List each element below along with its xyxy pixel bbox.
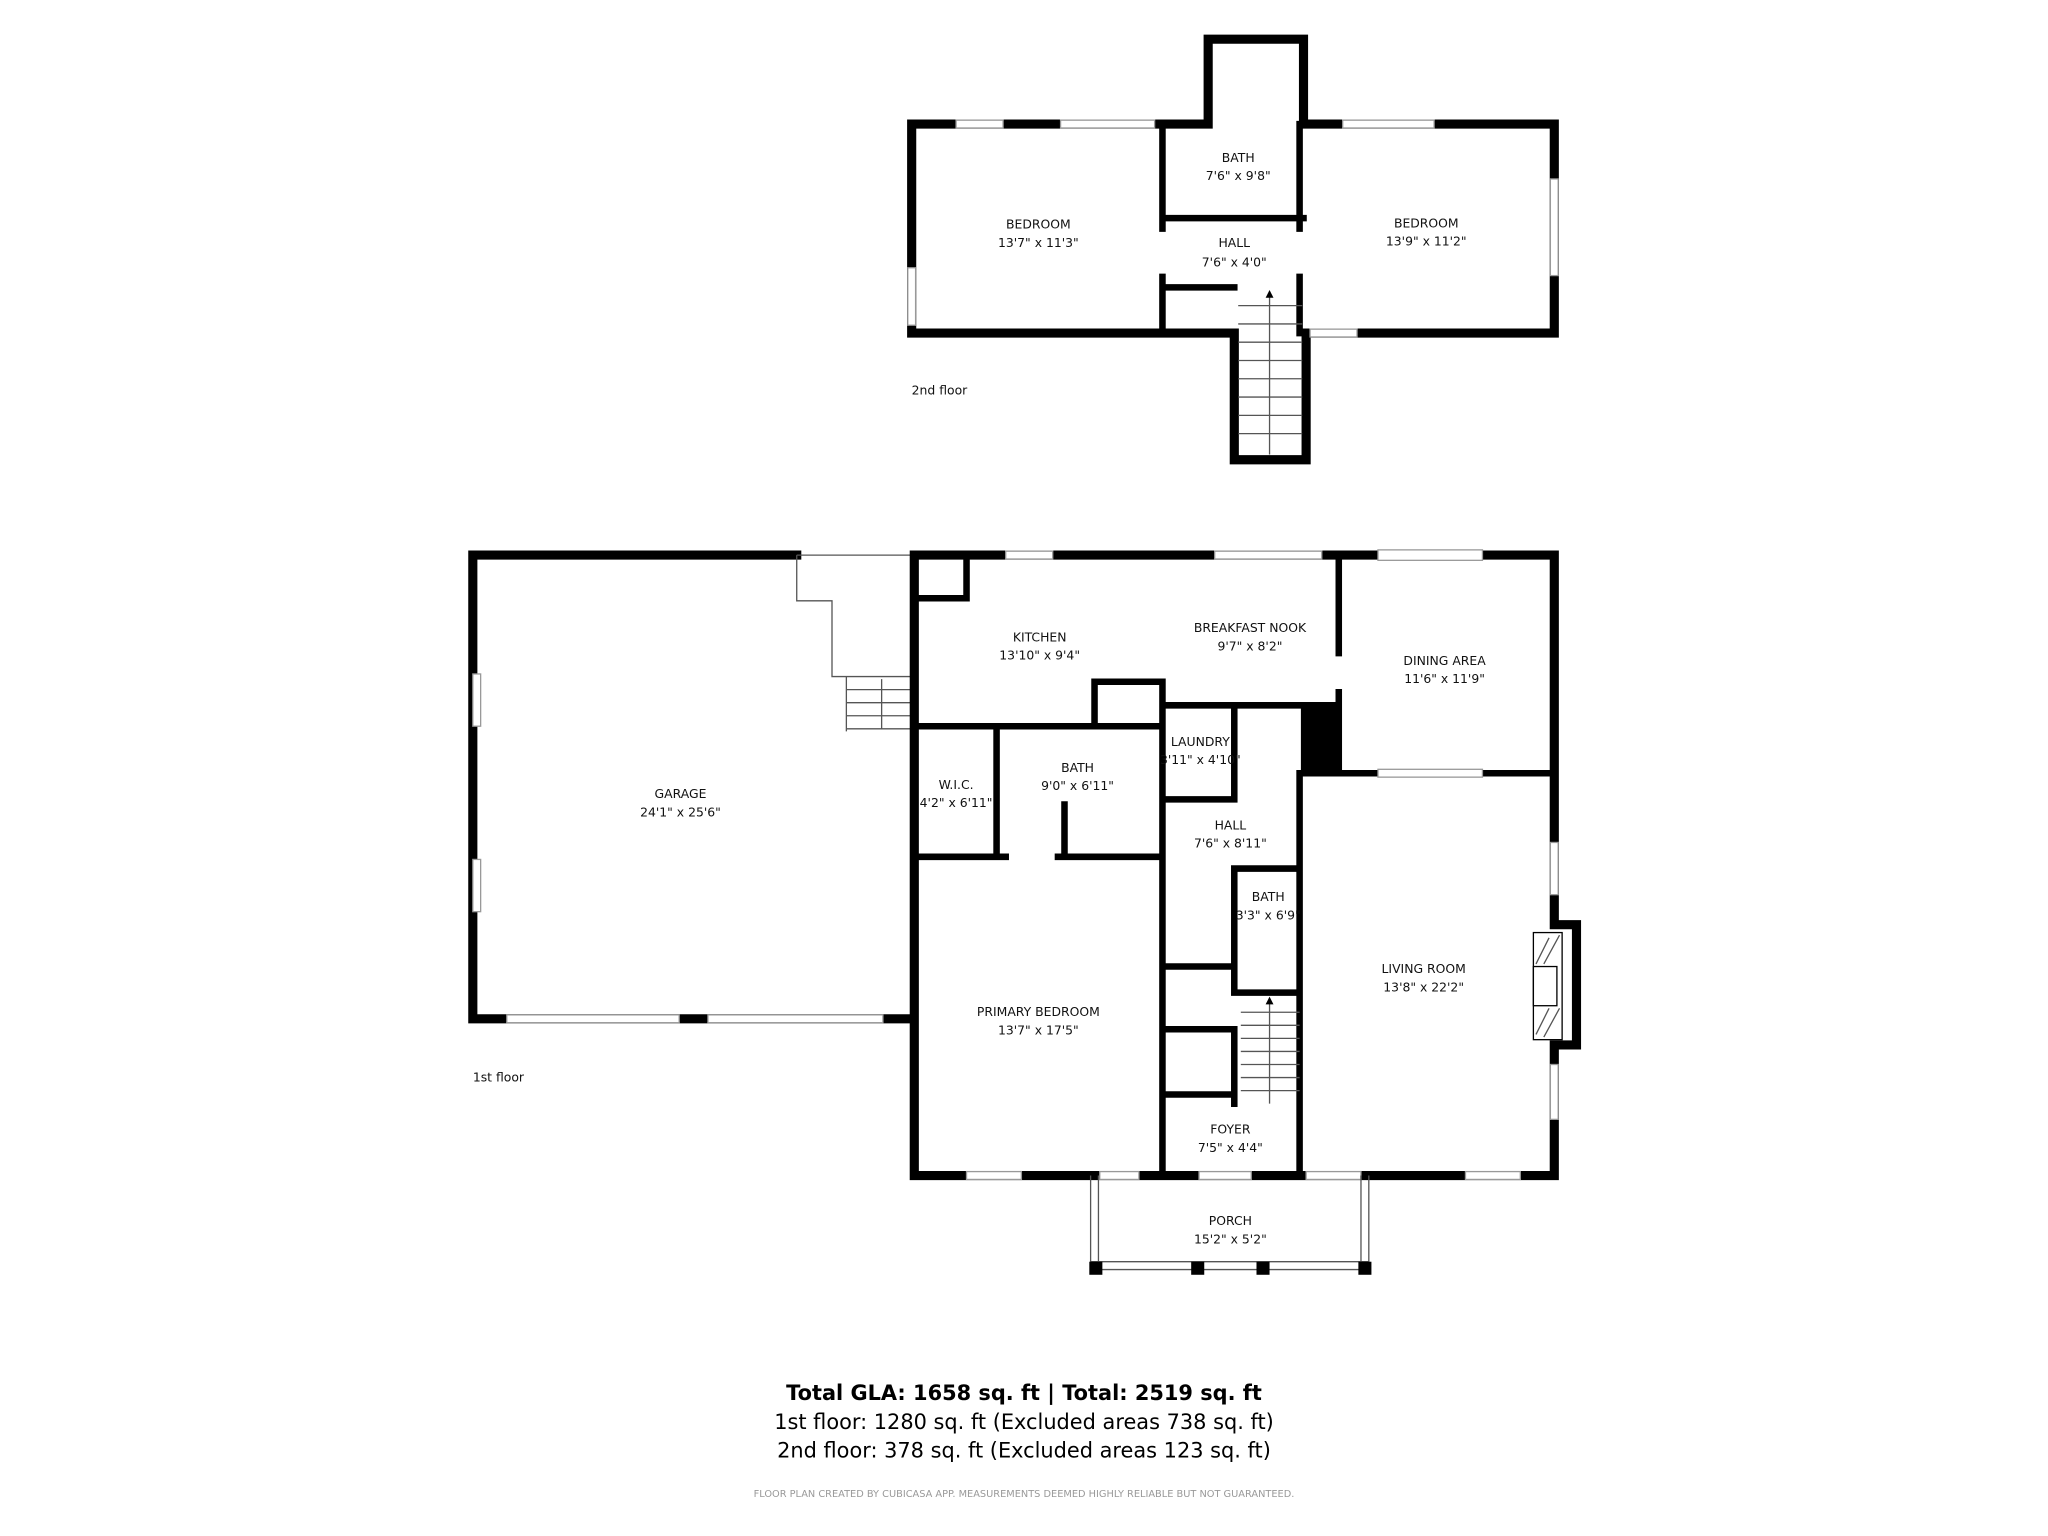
window xyxy=(1059,119,1156,129)
room-size: 24'1" x 25'6" xyxy=(640,804,721,819)
room-name: FOYER xyxy=(1210,1122,1251,1137)
room-name: BATH xyxy=(1252,889,1285,904)
room-size: 4'2" x 6'11" xyxy=(920,795,993,810)
window xyxy=(955,119,1004,129)
first-floor-area: 1st floor: 1280 sq. ft (Excluded areas 7… xyxy=(774,1410,1274,1434)
room-size: 13'8" x 22'2" xyxy=(1383,979,1464,994)
room-name: HALL xyxy=(1215,817,1247,832)
chimney-block xyxy=(1300,705,1339,774)
room-name: KITCHEN xyxy=(1013,629,1067,644)
area-summary: Total GLA: 1658 sq. ft | Total: 2519 sq.… xyxy=(754,1381,1295,1500)
room-size: 13'9" x 11'2" xyxy=(1386,234,1467,249)
room-name: LAUNDRY xyxy=(1171,734,1230,749)
room-size: 7'5" x 4'4" xyxy=(1198,1140,1263,1155)
window xyxy=(1342,119,1435,129)
window xyxy=(1549,1063,1559,1120)
total-area: Total GLA: 1658 sq. ft | Total: 2519 sq.… xyxy=(786,1381,1262,1406)
room-name: BEDROOM xyxy=(1394,215,1459,230)
first-floor-plan: GARAGE 24'1" x 25'6" KITCHEN 13'10" x 9'… xyxy=(468,549,1582,1275)
front-door xyxy=(1198,1170,1252,1181)
porch xyxy=(1089,1175,1372,1275)
room-name: DINING AREA xyxy=(1403,653,1486,668)
room-name: PRIMARY BEDROOM xyxy=(977,1004,1100,1019)
window xyxy=(472,858,482,913)
window xyxy=(1549,178,1559,277)
window xyxy=(1309,328,1358,338)
window xyxy=(1005,550,1054,560)
room-size: 7'6" x 9'8" xyxy=(1206,168,1271,183)
room-size: 11'6" x 11'9" xyxy=(1404,671,1485,686)
room-name: BATH xyxy=(1061,760,1094,775)
window xyxy=(907,267,917,326)
window xyxy=(472,673,482,727)
second-floor-area: 2nd floor: 378 sq. ft (Excluded areas 12… xyxy=(777,1439,1271,1463)
window xyxy=(965,1170,1023,1181)
first-floor-stairs xyxy=(1240,996,1300,1104)
room-size: 3'3" x 6'9" xyxy=(1236,908,1301,923)
floor-label: 2nd floor xyxy=(912,382,969,397)
room-name: BEDROOM xyxy=(1006,217,1071,232)
room-size: 13'10" x 9'4" xyxy=(999,648,1080,663)
room-name: PORCH xyxy=(1209,1213,1252,1228)
garage-stair-outline xyxy=(796,554,911,678)
room-size: 9'0" x 6'11" xyxy=(1041,778,1114,793)
room-size: 15'2" x 5'2" xyxy=(1194,1231,1267,1246)
room-size: 7'6" x 8'11" xyxy=(1194,836,1267,851)
room-name: GARAGE xyxy=(655,786,707,801)
room-size: 7'6" x 4'0" xyxy=(1202,254,1267,269)
window xyxy=(1549,841,1559,896)
second-floor-stairs xyxy=(1238,289,1303,455)
room-size: 13'7" x 11'3" xyxy=(998,235,1079,250)
garage-door xyxy=(707,1014,884,1024)
second-floor-exterior-walls xyxy=(907,34,1559,465)
garage-walls xyxy=(468,550,915,1024)
garage-door xyxy=(506,1014,680,1024)
garage-stairs xyxy=(845,676,911,732)
disclaimer: FLOOR PLAN CREATED BY CUBICASA APP. MEAS… xyxy=(754,1489,1295,1500)
window xyxy=(1305,1170,1362,1181)
room-name: HALL xyxy=(1218,235,1250,250)
room-size: 13'7" x 17'5" xyxy=(998,1022,1079,1037)
room-name: BREAKFAST NOOK xyxy=(1194,620,1307,635)
second-floor-interior-walls xyxy=(1159,120,1307,337)
room-name: LIVING ROOM xyxy=(1382,961,1466,976)
second-floor-plan: BEDROOM 13'7" x 11'3" BATH 7'6" x 9'8" H… xyxy=(907,34,1559,465)
floor-label: 1st floor xyxy=(473,1069,525,1084)
room-size: 3'11" x 4'10" xyxy=(1160,752,1241,767)
window xyxy=(1214,550,1323,560)
fireplace xyxy=(1532,931,1563,1041)
window xyxy=(1464,1170,1521,1181)
dining-opening xyxy=(1377,549,1484,561)
room-name: W.I.C. xyxy=(939,777,974,792)
window xyxy=(1099,1170,1140,1181)
living-opening xyxy=(1377,768,1484,778)
room-size: 9'7" x 8'2" xyxy=(1217,638,1282,653)
room-name: BATH xyxy=(1222,150,1255,165)
